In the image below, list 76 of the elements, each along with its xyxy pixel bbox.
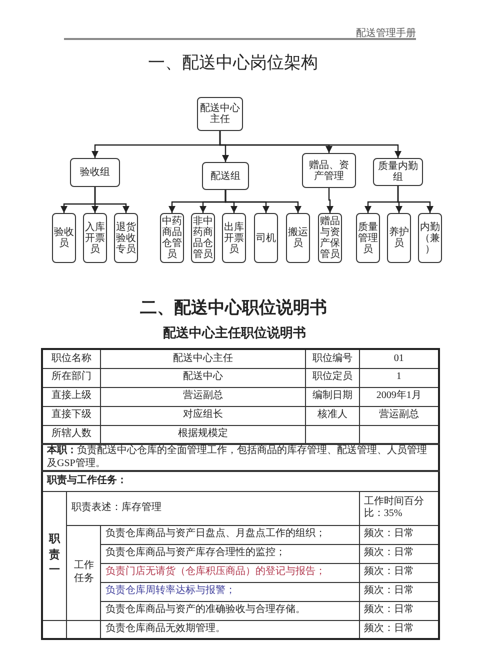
table-cell-text: 编制日期 <box>312 390 352 402</box>
table-cell-text: 频次：日常 <box>364 547 414 558</box>
box-label: 搬运员 <box>288 227 308 249</box>
box-label: 入库开票员 <box>85 222 105 254</box>
table-cell-text: 配送中心主任 <box>173 352 234 364</box>
table-cell-text: 工作任务 <box>74 560 94 585</box>
org-box <box>387 213 411 263</box>
table-cell-text: 核准人 <box>317 409 348 420</box>
box-label: 中药商品仓管员 <box>162 216 182 260</box>
org-box <box>83 213 107 263</box>
box-label: 养护员 <box>389 227 409 249</box>
table-title: 配送中心主任职位说明书 <box>163 324 306 342</box>
org-box <box>114 213 138 263</box>
org-box <box>286 213 310 263</box>
table-cell-text: 2009年1月 <box>376 390 422 402</box>
connector-arrow <box>224 190 302 213</box>
table-cell-text: 1 <box>396 371 402 382</box>
box-label: 质量内勤组 <box>377 161 419 183</box>
table-cell-text: 职责与工作任务： <box>47 475 127 486</box>
table-cell-text: 直接下级 <box>52 409 92 420</box>
org-box <box>202 162 249 190</box>
connector-arrow <box>94 187 130 213</box>
table-cell-text: 营运副总 <box>183 390 224 402</box>
table-cell-text: 直接上级 <box>52 390 92 402</box>
box-label: 验收员 <box>54 227 74 249</box>
table-cell-text: 所在部门 <box>52 371 92 382</box>
table-cell-text: 根据规模定 <box>178 428 228 439</box>
org-box <box>356 213 380 263</box>
table-cell-text: 配送中心 <box>183 371 224 382</box>
table-cell-text: 负责仓库周转率达标与报警； <box>105 585 236 596</box>
table-cell-text: 职责一 <box>49 532 60 578</box>
table-cell-text: 01 <box>394 352 404 364</box>
table-cell-text: 工作时间百分比：35% <box>364 496 424 519</box>
org-box <box>373 158 423 186</box>
table-cell-text: 负责仓库商品无效期管理。 <box>105 623 226 634</box>
connector-arrow <box>326 188 334 213</box>
table-cell-text: 职责表述：库存管理 <box>71 502 162 513</box>
table-cell-text: 频次：日常 <box>364 585 414 596</box>
section-heading: 二、配送中心职位说明书 <box>140 297 327 319</box>
table-cell-text: 频次：日常 <box>364 604 414 616</box>
table-cell-text: 本职：负责配送中心仓库的全面管理工作，包括商品的库存管理、配送管理、人员管理及GSP管理。 <box>47 445 427 468</box>
box-label: 验收组 <box>79 167 111 178</box>
table-cell-text: 所辖人数 <box>52 428 92 439</box>
box-label: 赠品、资产管理 <box>308 160 350 182</box>
table-cell-text: 职位名称 <box>52 352 92 364</box>
table-cell-text: 负责门店无请货（仓库积压商品）的登记与报告； <box>105 566 326 578</box>
title: 一、配送中心岗位架构 <box>148 52 318 74</box>
org-box <box>52 213 76 263</box>
box-label: 出库开票员 <box>224 222 244 254</box>
table-cell-text: 对应组长 <box>183 409 224 420</box>
table-cell-text: 职位定员 <box>312 371 352 382</box>
table-cell-text: 负责仓库商品与资产日盘点、月盘点工作的组织； <box>105 528 326 540</box>
table-cell-text: 频次：日常 <box>364 528 414 540</box>
box-label: 非中药商品仓管员 <box>193 216 213 260</box>
org-box <box>197 97 243 131</box>
box-label: 内勤（兼） <box>420 222 440 254</box>
box-label: 质量管理员 <box>358 222 378 254</box>
box-label: 司机 <box>256 232 276 244</box>
table-cell-text: 负责仓库商品与资产库存合理性的监控； <box>105 547 286 558</box>
table-cell-text: 频次：日常 <box>364 623 414 634</box>
box-label: 配送中心主任 <box>199 103 241 125</box>
connector-arrow <box>397 186 434 213</box>
org-box <box>302 153 356 188</box>
box-label: 赠品与资产保管员 <box>320 216 340 260</box>
box-label: 配送组 <box>210 170 242 182</box>
header-text: 配送管理手册 <box>356 26 416 41</box>
table-cell-text: 营运副总 <box>378 409 419 420</box>
org-box <box>70 158 120 187</box>
box-label: 退货验收专员 <box>116 222 136 254</box>
table-cell-text: 频次：日常 <box>364 566 414 578</box>
table-cell-text: 负责仓库商品与资产的准确验收与合理存储。 <box>105 604 306 616</box>
org-box <box>222 213 246 263</box>
table-cell-text: 职位编号 <box>312 352 352 364</box>
org-box <box>254 213 278 263</box>
connector-arrow <box>219 131 402 158</box>
org-box <box>418 213 442 263</box>
